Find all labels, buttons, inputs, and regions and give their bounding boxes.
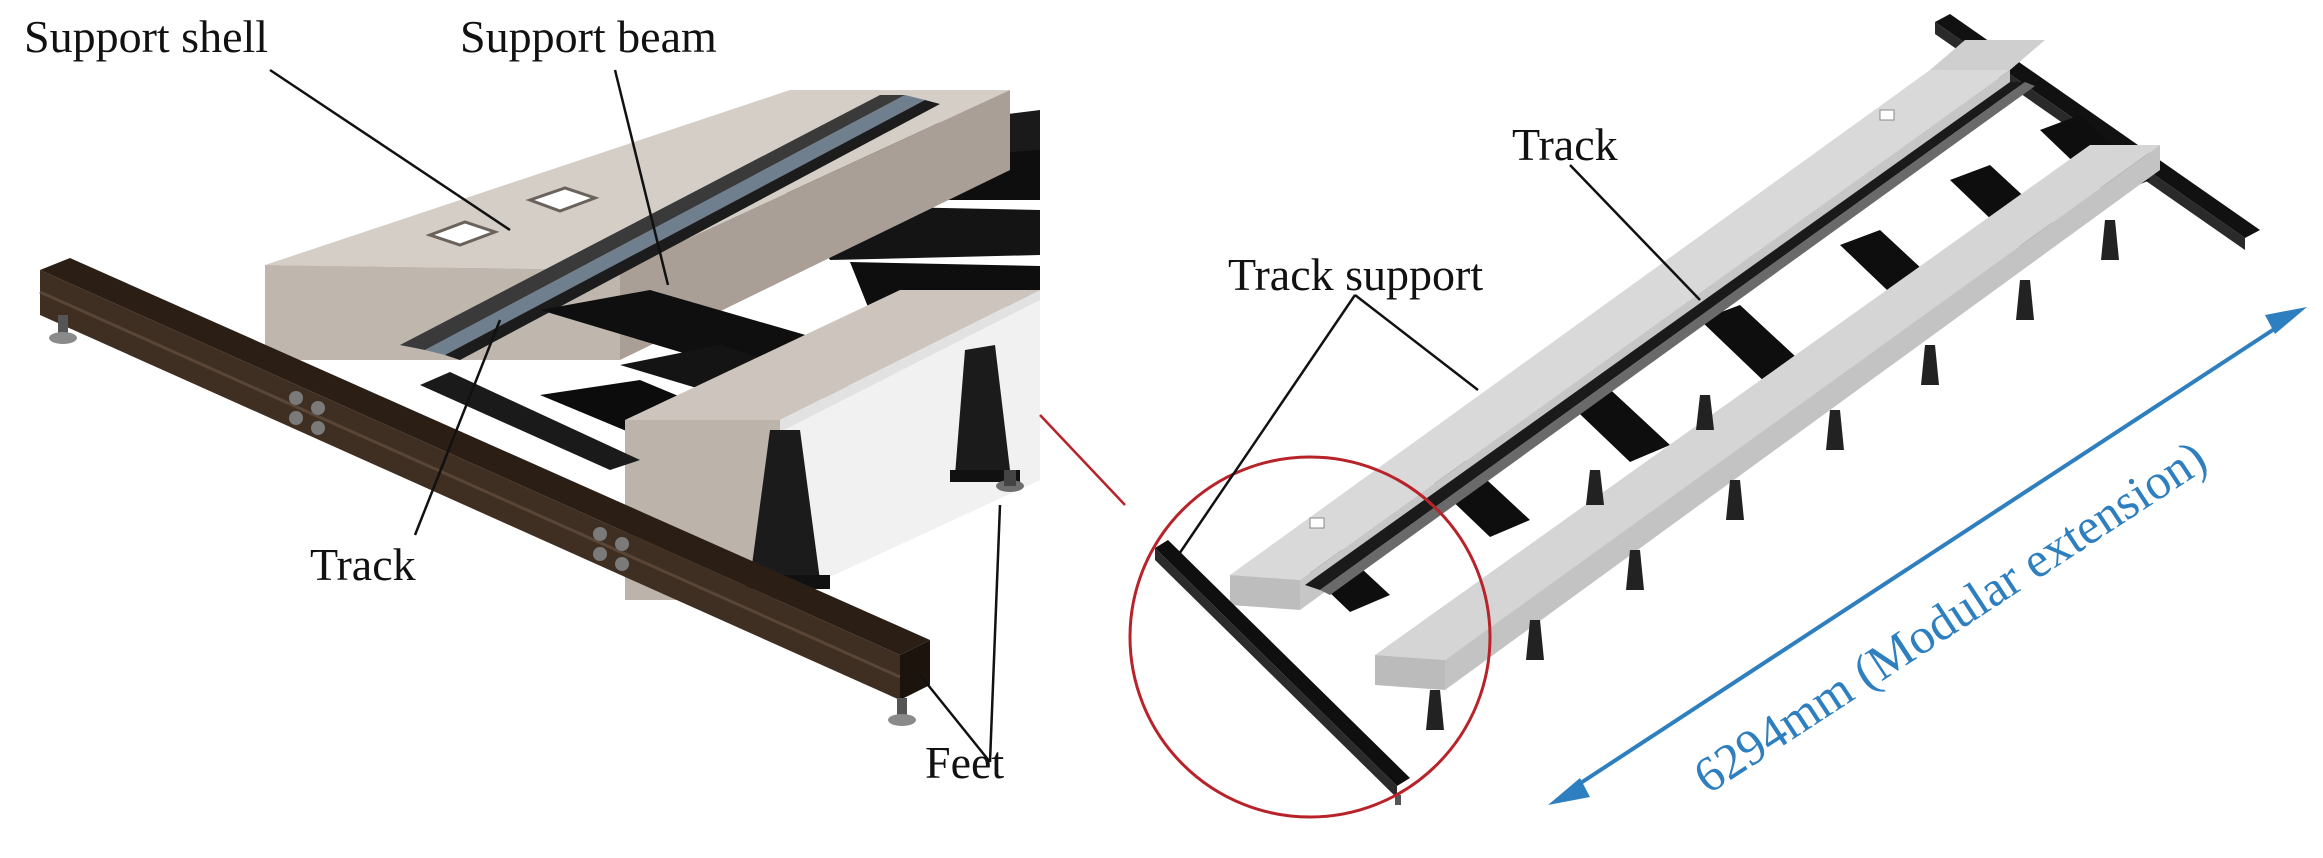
leader-lines-right	[1173, 164, 1701, 561]
label-track-left: Track	[310, 539, 416, 590]
zoom-circle	[1128, 455, 1492, 819]
end-rail-near	[1155, 540, 1410, 805]
label-feet: Feet	[925, 737, 1004, 788]
left-closeup-view: Support shell Support beam Track Feet	[24, 11, 1040, 788]
zoom-connector-line	[1039, 414, 1126, 506]
right-full-assembly-view: Track Track support 6294mm (Modular exte…	[1128, 14, 2307, 819]
dimension-arrow	[1548, 307, 2307, 805]
label-dimension: 6294mm (Modular extension)	[1683, 429, 2216, 804]
label-track-support: Track support	[1228, 249, 1483, 300]
label-support-shell: Support shell	[24, 11, 268, 62]
feet-closeup	[49, 315, 916, 726]
grey-shell-front	[1375, 145, 2160, 690]
label-support-beam: Support beam	[460, 11, 717, 62]
feet-right	[1426, 220, 2119, 730]
brackets-closeup	[745, 345, 1024, 589]
track-rail-right	[1305, 82, 2035, 595]
label-track-right: Track	[1512, 119, 1618, 170]
leader-lines-left	[269, 68, 1002, 763]
track-support-rail-closeup	[39, 258, 930, 700]
